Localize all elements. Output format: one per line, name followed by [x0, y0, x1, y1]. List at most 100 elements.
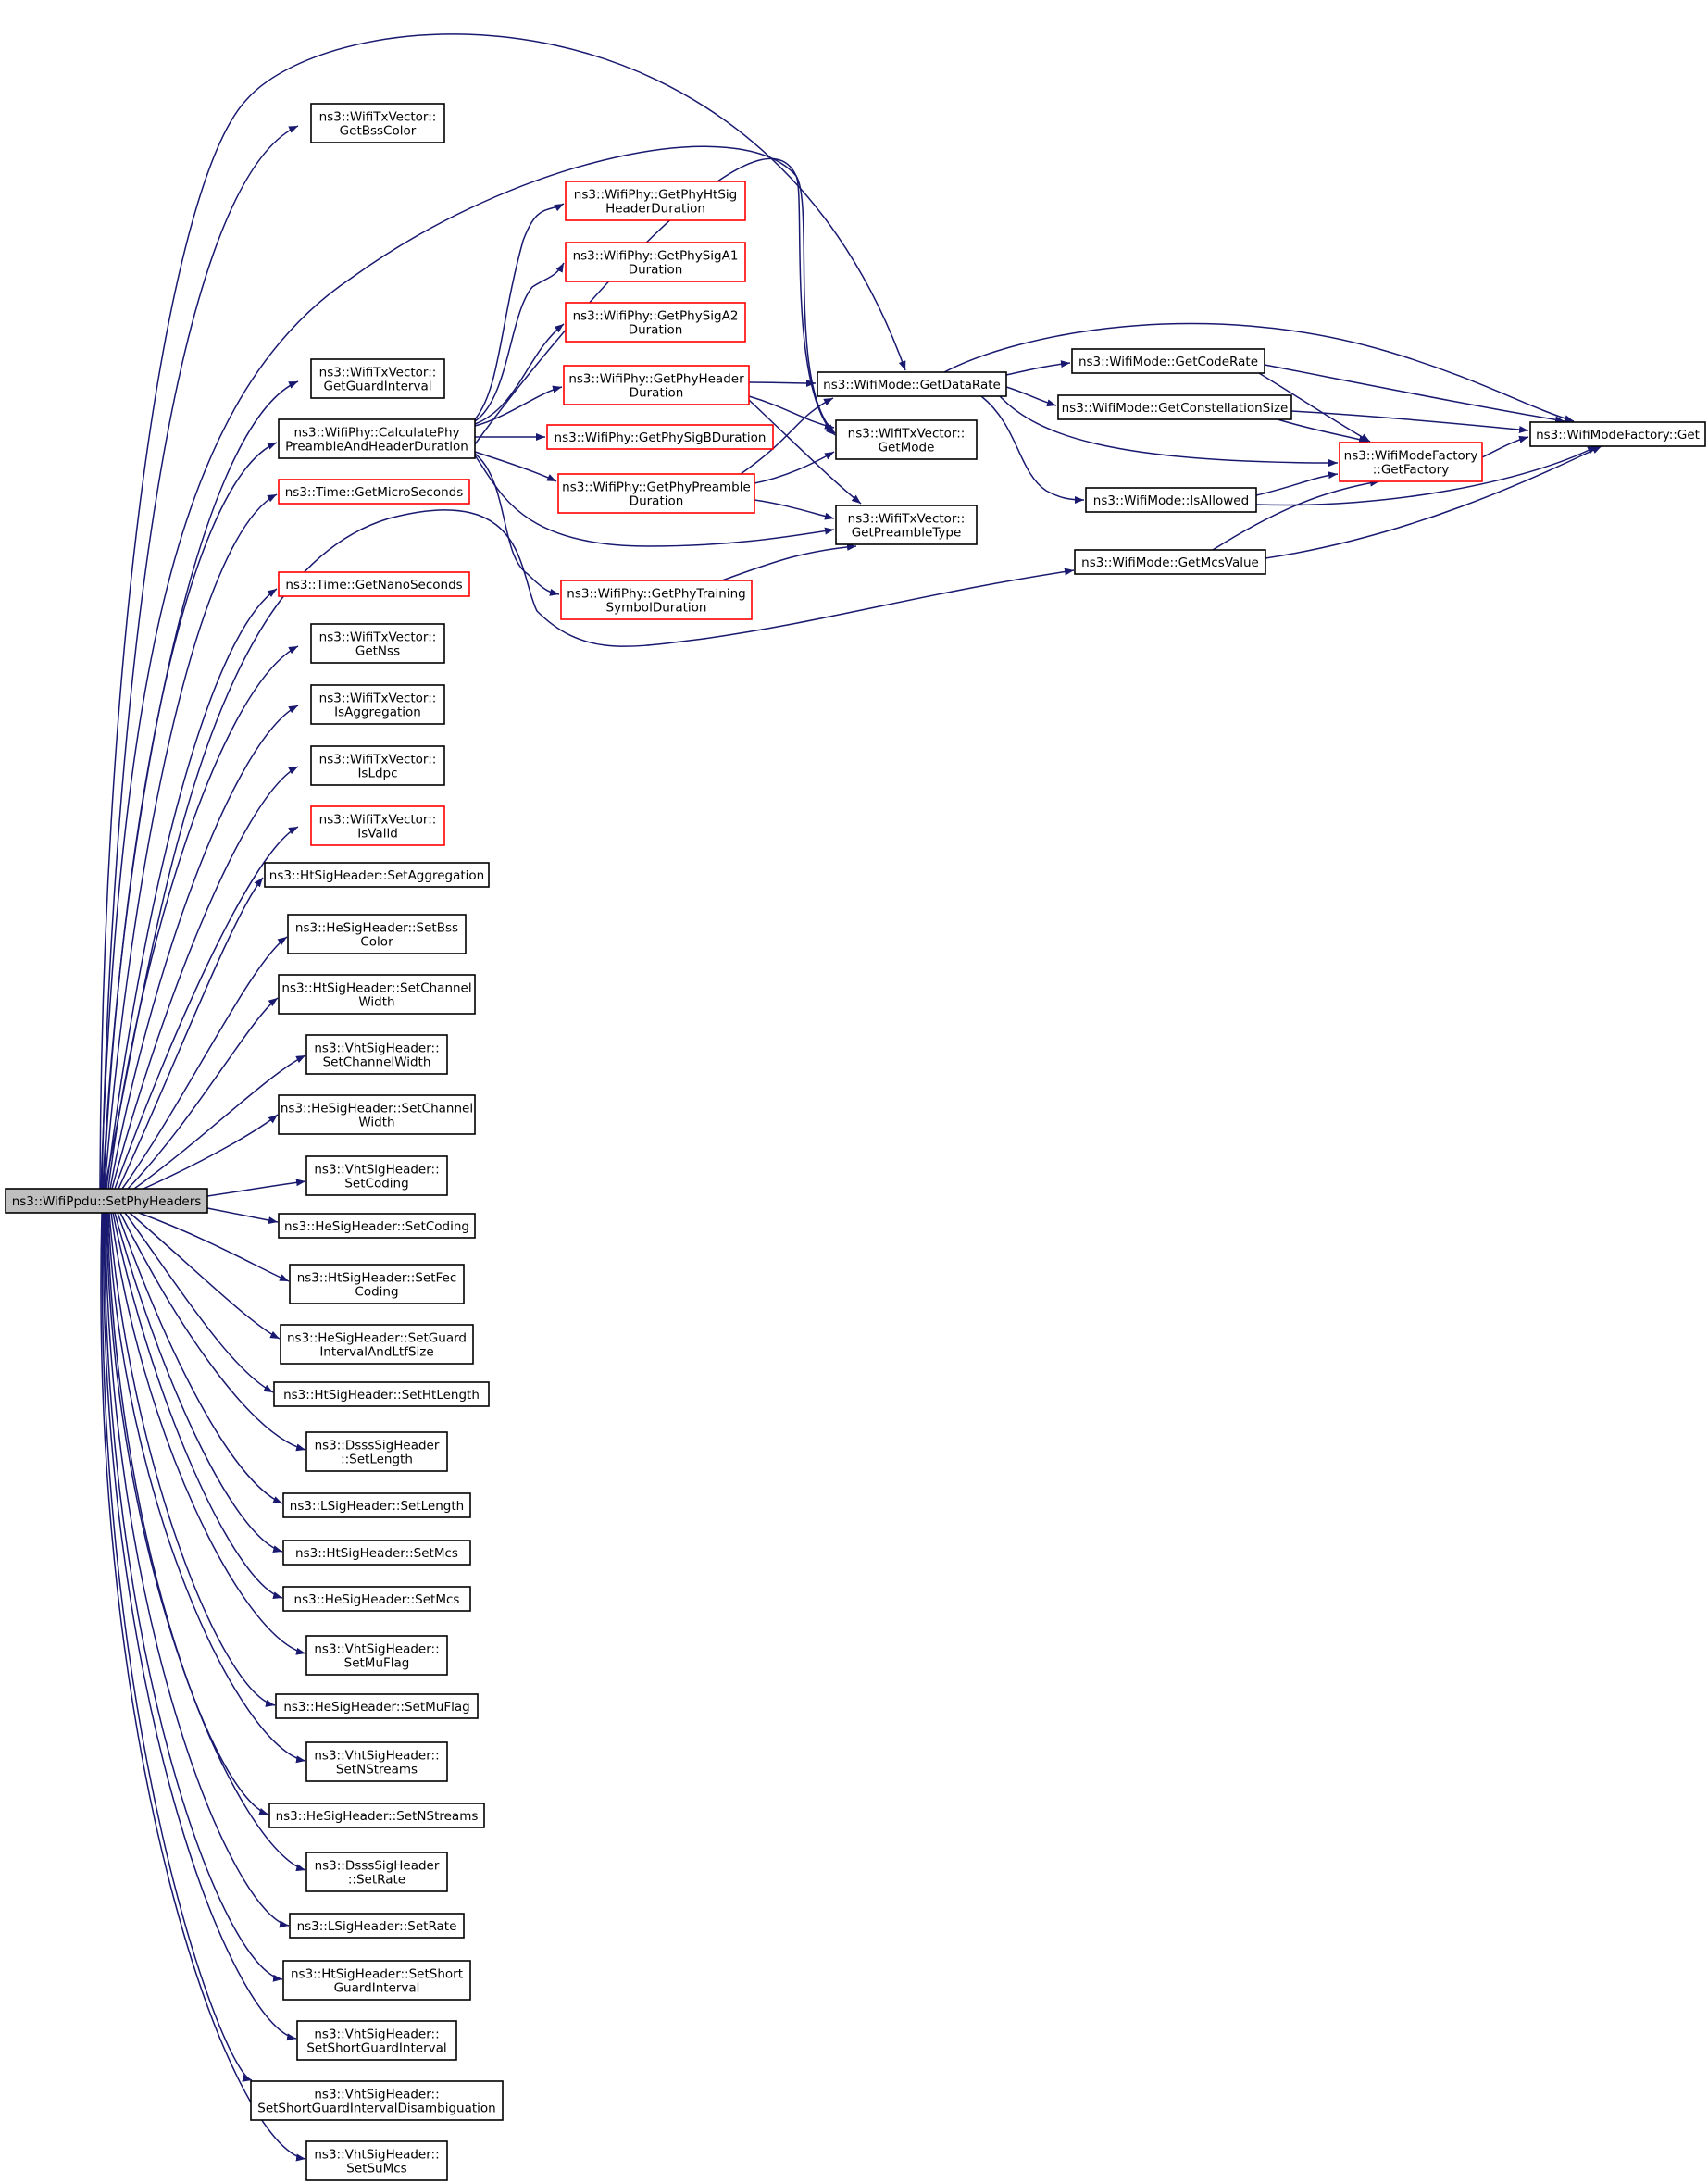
node-dsssrate[interactable]: ns3::DsssSigHeader::SetRate — [305, 1852, 448, 1892]
edge-root-to-vhtns — [107, 1212, 306, 1764]
edge-line — [112, 1212, 283, 1600]
node-hegi[interactable]: ns3::HeSigHeader::SetGuardIntervalAndLtf… — [280, 1324, 474, 1365]
node-hecw[interactable]: ns3::HeSigHeader::SetChannelWidth — [278, 1094, 476, 1135]
node-micro[interactable]: ns3::Time::GetMicroSeconds — [278, 479, 470, 505]
node-label-line: SetCoding — [344, 1177, 408, 1191]
node-box — [289, 1264, 465, 1304]
node-label-line: Width — [358, 1116, 394, 1130]
node-label-line: ns3::HeSigHeader::SetCoding — [284, 1219, 469, 1234]
node-sigb[interactable]: ns3::WifiPhy::GetPhySigBDuration — [546, 424, 774, 450]
node-getmode[interactable]: ns3::WifiTxVector::GetMode — [835, 419, 978, 460]
node-nss[interactable]: ns3::WifiTxVector::GetNss — [310, 623, 445, 664]
node-box — [565, 181, 746, 221]
node-label-line: ns3::HeSigHeader::SetMcs — [294, 1592, 460, 1607]
edge-mcsvalue-to-factory — [1212, 479, 1380, 551]
edge-line — [943, 322, 1575, 422]
node-mcsvalue[interactable]: ns3::WifiMode::GetMcsValue — [1074, 549, 1266, 575]
node-label-line: ns3::WifiMode::GetMcsValue — [1081, 555, 1259, 570]
node-datarate[interactable]: ns3::WifiMode::GetDataRate — [817, 371, 1007, 397]
edge-line — [124, 1212, 274, 1393]
node-vhtsu[interactable]: ns3::VhtSigHeader::SetSuMcs — [305, 2140, 448, 2181]
node-lrate[interactable]: ns3::LSigHeader::SetRate — [289, 1913, 465, 1939]
node-label-line: GetNss — [355, 644, 400, 659]
node-box — [282, 1540, 471, 1566]
node-isallowed[interactable]: ns3::WifiMode::IsAllowed — [1085, 487, 1257, 513]
node-root[interactable]: ns3::WifiPpdu::SetPhyHeaders — [5, 1188, 208, 1214]
node-box — [305, 1034, 448, 1075]
node-label-line: GetGuardInterval — [324, 380, 432, 394]
node-hemcs[interactable]: ns3::HeSigHeader::SetMcs — [282, 1586, 471, 1612]
edges — [99, 33, 1602, 2162]
edge-root-to-vhtsu — [100, 1212, 306, 2162]
edge-line — [108, 1212, 276, 1707]
node-label-line: Duration — [629, 323, 683, 338]
node-hemu[interactable]: ns3::HeSigHeader::SetMuFlag — [275, 1693, 479, 1719]
edge-phypre-to-getmode — [754, 451, 835, 484]
node-training[interactable]: ns3::WifiPhy::GetPhyTrainingSymbolDurati… — [560, 580, 753, 620]
node-pretype[interactable]: ns3::WifiTxVector::GetPreambleType — [835, 505, 978, 545]
node-vhtsgid[interactable]: ns3::VhtSigHeader::SetShortGuardInterval… — [250, 2080, 504, 2121]
edge-line — [114, 1212, 283, 1553]
node-label-line: ns3::WifiPhy::GetPhySigBDuration — [555, 430, 767, 445]
node-hecod[interactable]: ns3::HeSigHeader::SetCoding — [278, 1213, 476, 1239]
edge-root-to-isldpc — [111, 766, 299, 1190]
edge-constsize-to-factory — [1277, 418, 1369, 443]
node-htsgi[interactable]: ns3::HtSigHeader::SetShortGuardInterval — [282, 1960, 471, 2001]
node-isagg[interactable]: ns3::WifiTxVector::IsAggregation — [310, 684, 445, 725]
node-isldpc[interactable]: ns3::WifiTxVector::IsLdpc — [310, 745, 445, 786]
edge-mcsvalue-to-factoryget — [1265, 445, 1602, 559]
node-label-line: ns3::VhtSigHeader:: — [314, 2148, 439, 2163]
node-guardint[interactable]: ns3::WifiTxVector::GetGuardInterval — [310, 358, 445, 399]
node-label-line: ns3::DsssSigHeader — [315, 1439, 440, 1453]
node-vhtmu[interactable]: ns3::VhtSigHeader::SetMuFlag — [305, 1635, 448, 1676]
edge-datarate-to-coderate — [1005, 360, 1071, 376]
node-nano[interactable]: ns3::Time::GetNanoSeconds — [278, 571, 470, 597]
node-llen[interactable]: ns3::LSigHeader::SetLength — [282, 1492, 471, 1518]
edge-line — [121, 936, 288, 1190]
edge-line — [101, 1212, 253, 2082]
node-factoryget[interactable]: ns3::WifiModeFactory::Get — [1529, 421, 1706, 447]
node-isvalid[interactable]: ns3::WifiTxVector::IsValid — [310, 805, 445, 846]
node-htlen[interactable]: ns3::HtSigHeader::SetHtLength — [273, 1381, 490, 1407]
node-vhtcw[interactable]: ns3::VhtSigHeader::SetChannelWidth — [305, 1034, 448, 1075]
node-label-line: GetMode — [879, 441, 935, 455]
node-vhtns[interactable]: ns3::VhtSigHeader::SetNStreams — [305, 1741, 448, 1782]
node-dssslen[interactable]: ns3::DsssSigHeader::SetLength — [305, 1431, 448, 1472]
node-label-line: Duration — [629, 263, 683, 278]
node-box — [1071, 348, 1265, 374]
edge-root-to-isvalid — [114, 826, 299, 1190]
node-calcpre[interactable]: ns3::WifiPhy::CalculatePhyPreambleAndHea… — [278, 418, 476, 459]
edge-line — [754, 451, 835, 484]
node-label-line: ns3::HtSigHeader::SetFec — [297, 1271, 457, 1286]
node-htcw[interactable]: ns3::HtSigHeader::SetChannelWidth — [278, 974, 476, 1015]
edge-line — [106, 588, 278, 1190]
edge-line — [138, 1212, 290, 1282]
node-htmcs[interactable]: ns3::HtSigHeader::SetMcs — [282, 1540, 471, 1566]
node-label-line: ns3::VhtSigHeader:: — [314, 1042, 439, 1056]
node-box — [282, 1960, 471, 2001]
edge-line — [109, 705, 299, 1190]
node-box — [278, 1094, 476, 1135]
node-vhtsgi[interactable]: ns3::VhtSigHeader::SetShortGuardInterval — [296, 2020, 457, 2061]
node-htagg[interactable]: ns3::HtSigHeader::SetAggregation — [264, 862, 490, 888]
node-hens[interactable]: ns3::HeSigHeader::SetNStreams — [268, 1803, 485, 1828]
node-factory[interactable]: ns3::WifiModeFactory::GetFactory — [1339, 442, 1483, 482]
node-vhtcod[interactable]: ns3::VhtSigHeader::SetCoding — [305, 1155, 448, 1196]
node-label-line: ns3::WifiMode::GetCodeRate — [1078, 355, 1258, 369]
node-label-line: ns3::Time::GetMicroSeconds — [285, 485, 464, 500]
node-coderate[interactable]: ns3::WifiMode::GetCodeRate — [1071, 348, 1265, 374]
node-box — [835, 419, 978, 460]
edge-root-to-guardint — [102, 380, 299, 1190]
edge-root-to-hemu — [108, 1212, 276, 1707]
node-bsscolor[interactable]: ns3::WifiTxVector::GetBssColor — [310, 103, 445, 143]
node-box — [296, 2020, 457, 2061]
node-box — [310, 623, 445, 664]
node-constsize[interactable]: ns3::WifiMode::GetConstellationSize — [1057, 394, 1292, 420]
